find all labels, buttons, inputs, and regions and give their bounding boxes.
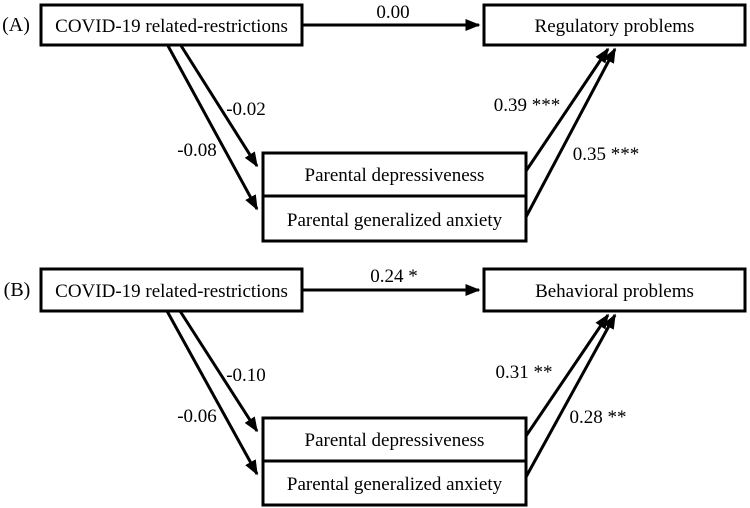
panel-a-m1-out-coefficient: 0.39 *** (494, 95, 561, 116)
panel-a-m2-out-coefficient: 0.35 *** (573, 144, 640, 165)
panel-a-predictor-to-anxiety-arrow (165, 43, 259, 211)
panel-b-outcome-label: Behavioral problems (535, 281, 694, 302)
panel-a-pred-m2-coefficient: -0.08 (177, 140, 217, 161)
panel-b-anxiety-to-outcome-arrow (524, 313, 617, 478)
panel-a-predictor-box (39, 3, 304, 47)
panel-a-pred-m1-coefficient: -0.02 (226, 99, 266, 120)
panel-b-mediator1-label: Parental depressiveness (305, 430, 485, 451)
panel-a-mediator1-label: Parental depressiveness (305, 165, 485, 186)
panel-b-mediator2-label: Parental generalized anxiety (287, 474, 503, 495)
panel-a-tag: (A) (2, 14, 30, 36)
panel-a-outcome-label: Regulatory problems (535, 16, 695, 37)
panel-b-predictor-box (39, 267, 304, 313)
panel-a-mediator2-label: Parental generalized anxiety (287, 210, 503, 231)
panel-b-mediator2-box (261, 459, 528, 507)
panel-b-mediator1-box (261, 416, 528, 463)
panel-b-m2-out-coefficient: 0.28 ** (570, 407, 627, 428)
panel-b-direct-coefficient: 0.24 * (370, 266, 418, 287)
panel-a-predictor-to-depressiveness-arrow (178, 43, 259, 168)
panel-a-mediator1-box (261, 151, 528, 198)
panel-b-pred-m2-coefficient: -0.06 (177, 406, 217, 427)
panel-a-mediator2-box (261, 194, 528, 243)
panel-a-direct-coefficient: 0.00 (376, 2, 409, 23)
panel-a-depressiveness-to-outcome-arrow (524, 47, 610, 172)
panel-b-predictor-to-anxiety-arrow (165, 310, 259, 476)
panel-a: (A) COVID-19 related-restrictions Regula… (2, 2, 747, 243)
panel-a-predictor-label: COVID-19 related-restrictions (55, 16, 288, 37)
panel-b-outcome-box (482, 267, 747, 313)
panel-a-outcome-box (482, 3, 747, 47)
panel-b-tag: (B) (4, 279, 31, 301)
panel-a-anxiety-to-outcome-arrow (524, 47, 617, 218)
panel-b: (B) COVID-19 related-restrictions Behavi… (4, 266, 747, 507)
panel-b-predictor-to-depressiveness-arrow (178, 310, 259, 433)
panel-b-depressiveness-to-outcome-arrow (524, 313, 610, 437)
panel-b-pred-m1-coefficient: -0.10 (226, 365, 266, 386)
panel-b-m1-out-coefficient: 0.31 ** (496, 362, 553, 383)
panel-b-predictor-label: COVID-19 related-restrictions (55, 281, 288, 302)
